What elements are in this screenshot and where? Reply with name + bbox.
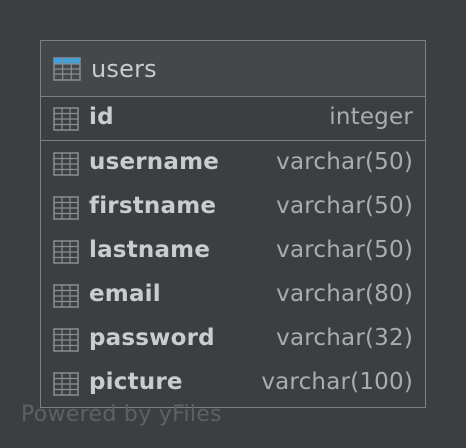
column-name: lastname [89, 237, 211, 263]
column-type: varchar(32) [276, 325, 413, 351]
column-type: varchar(100) [261, 369, 413, 395]
column-icon [53, 240, 79, 264]
column-name: username [89, 149, 220, 175]
table-name: users [91, 54, 157, 83]
column-icon [53, 284, 79, 308]
powered-by-watermark: Powered by yFiles [21, 402, 222, 427]
column-type: varchar(50) [276, 149, 413, 175]
column-type: varchar(50) [276, 237, 413, 263]
column-type: varchar(80) [276, 281, 413, 307]
column-name: email [89, 281, 161, 307]
column-row-username[interactable]: username varchar(50) [41, 142, 425, 186]
column-row-password[interactable]: password varchar(32) [41, 318, 425, 362]
column-row-firstname[interactable]: firstname varchar(50) [41, 186, 425, 230]
column-name: password [89, 325, 215, 351]
column-type: varchar(50) [276, 193, 413, 219]
column-icon [53, 328, 79, 352]
column-row-email[interactable]: email varchar(80) [41, 274, 425, 318]
column-icon [53, 107, 79, 131]
column-row-lastname[interactable]: lastname varchar(50) [41, 230, 425, 274]
column-name: picture [89, 369, 183, 395]
column-row-picture[interactable]: picture varchar(100) [41, 362, 425, 406]
column-name: firstname [89, 193, 217, 219]
column-icon [53, 372, 79, 396]
column-icon [53, 152, 79, 176]
primary-key-section: id integer [41, 97, 425, 141]
column-type: integer [329, 104, 413, 130]
column-name: id [89, 104, 114, 130]
column-row-id[interactable]: id integer [41, 97, 425, 141]
columns-section: username varchar(50) firstname varchar(5… [41, 141, 425, 407]
table-header[interactable]: users [41, 41, 425, 97]
table-icon [53, 56, 81, 81]
column-icon [53, 196, 79, 220]
table-node-users[interactable]: users id integer [40, 40, 426, 408]
